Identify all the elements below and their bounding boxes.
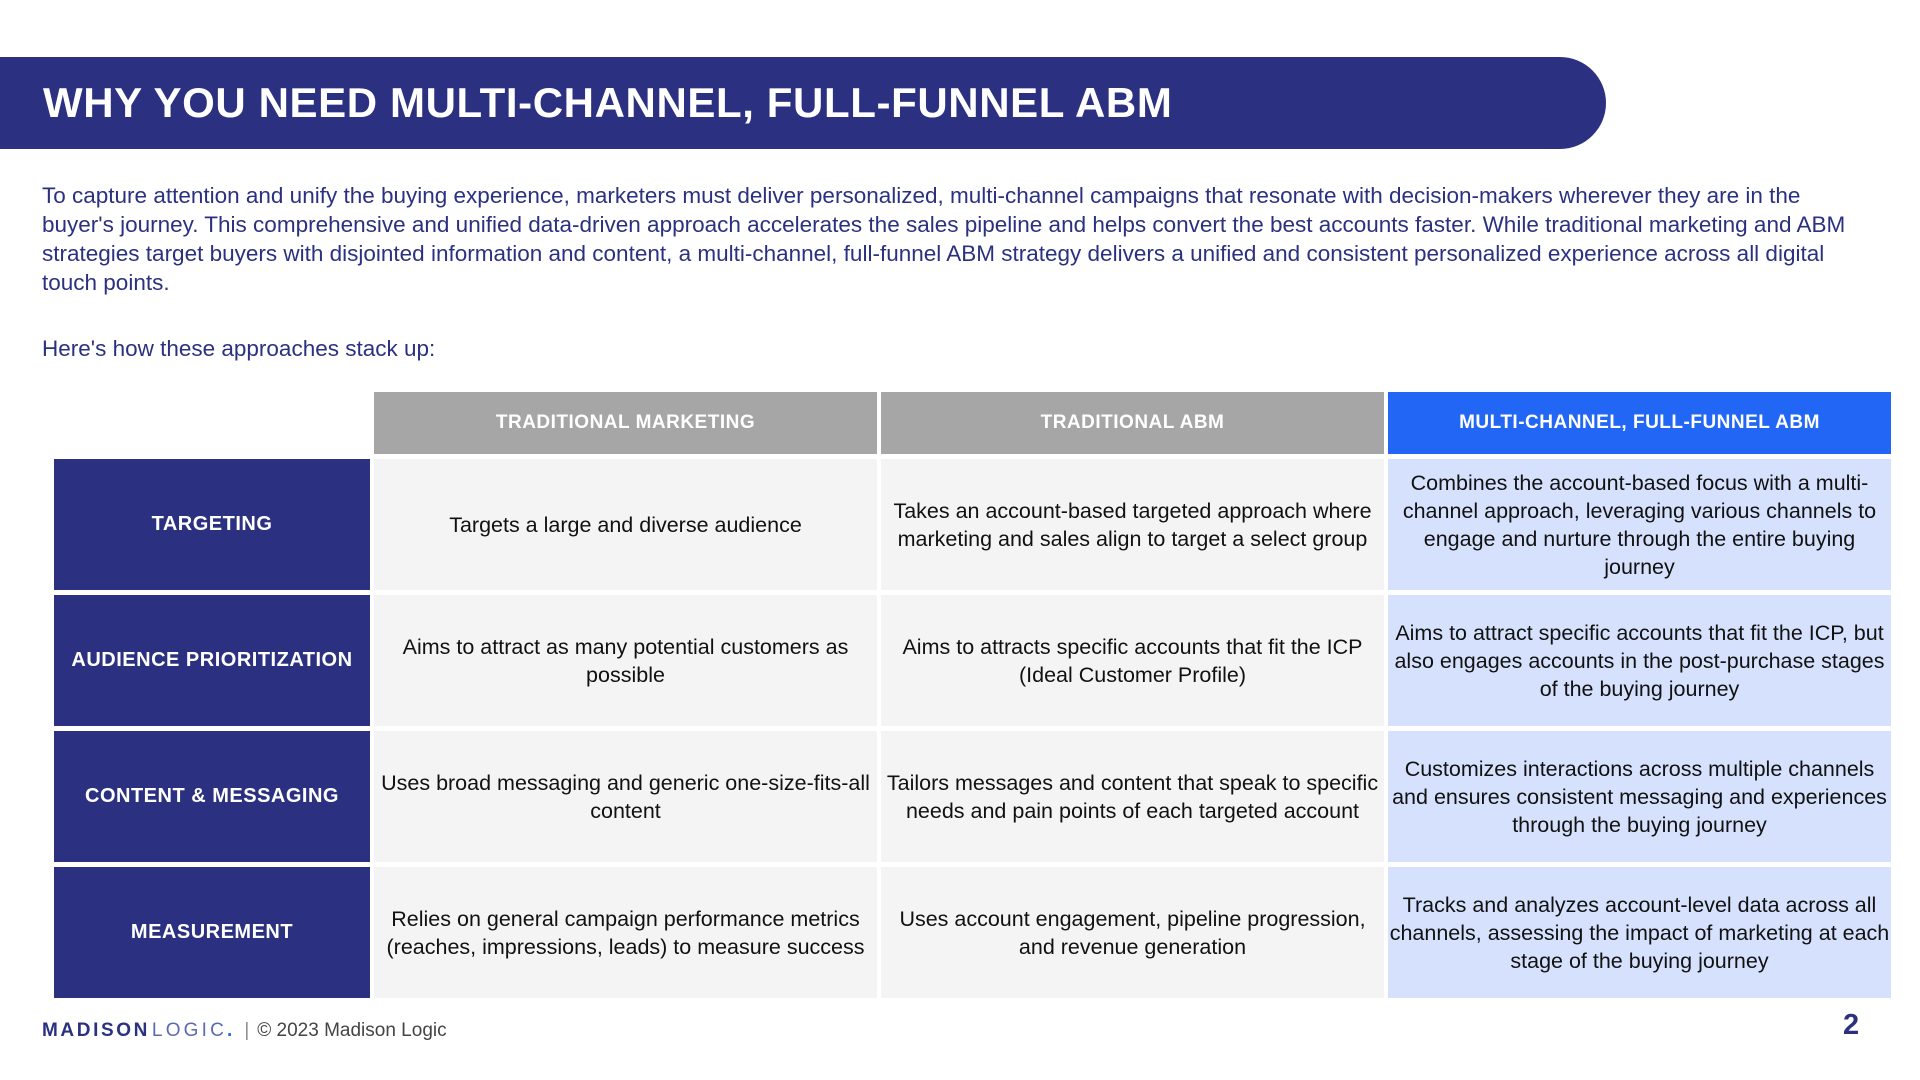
row-label-content-and-messaging: CONTENT & MESSAGING — [54, 731, 370, 862]
footer-divider: | — [244, 1020, 250, 1041]
column-header-traditional-marketing: TRADITIONAL MARKETING — [374, 392, 877, 454]
page-number: 2 — [1843, 1009, 1860, 1041]
table-header-row: TRADITIONAL MARKETING TRADITIONAL ABM MU… — [54, 392, 1891, 454]
copyright-text: © 2023 Madison Logic — [257, 1020, 447, 1041]
intro-lead-in: Here's how these approaches stack up: — [42, 336, 436, 361]
table-row: AUDIENCE PRIORITIZATION Aims to attract … — [54, 595, 1891, 726]
brand-logo-madison: MADISON — [42, 1020, 150, 1041]
cell-measurement-traditional-abm: Uses account engagement, pipeline progre… — [881, 867, 1384, 998]
intro-block: To capture attention and unify the buyin… — [42, 181, 1867, 297]
cell-content-and-messaging-multi-channel-abm: Customizes interactions across multiple … — [1388, 731, 1891, 862]
cell-audience-prioritization-traditional-abm: Aims to attracts specific accounts that … — [881, 595, 1384, 726]
cell-content-and-messaging-traditional-marketing: Uses broad messaging and generic one-siz… — [374, 731, 877, 862]
cell-targeting-traditional-marketing: Targets a large and diverse audience — [374, 459, 877, 590]
column-header-traditional-abm: TRADITIONAL ABM — [881, 392, 1384, 454]
row-label-targeting: TARGETING — [54, 459, 370, 590]
footer: MADISON LOGIC . | © 2023 Madison Logic — [42, 1020, 447, 1042]
column-header-multi-channel-abm: MULTI-CHANNEL, FULL-FUNNEL ABM — [1388, 392, 1891, 454]
cell-audience-prioritization-traditional-marketing: Aims to attract as many potential custom… — [374, 595, 877, 726]
comparison-table: TRADITIONAL MARKETING TRADITIONAL ABM MU… — [50, 387, 1895, 1003]
row-label-audience-prioritization: AUDIENCE PRIORITIZATION — [54, 595, 370, 726]
page-title: WHY YOU NEED MULTI-CHANNEL, FULL-FUNNEL … — [43, 79, 1173, 126]
cell-targeting-traditional-abm: Takes an account-based targeted approach… — [881, 459, 1384, 590]
table-row: CONTENT & MESSAGING Uses broad messaging… — [54, 731, 1891, 862]
cell-content-and-messaging-traditional-abm: Tailors messages and content that speak … — [881, 731, 1384, 862]
table-row: TARGETING Targets a large and diverse au… — [54, 459, 1891, 590]
table-corner-cell — [54, 392, 370, 454]
cell-audience-prioritization-multi-channel-abm: Aims to attract specific accounts that f… — [1388, 595, 1891, 726]
slide-title-bar: WHY YOU NEED MULTI-CHANNEL, FULL-FUNNEL … — [0, 57, 1606, 149]
intro-paragraph: To capture attention and unify the buyin… — [42, 183, 1846, 295]
table-row: MEASUREMENT Relies on general campaign p… — [54, 867, 1891, 998]
cell-measurement-traditional-marketing: Relies on general campaign performance m… — [374, 867, 877, 998]
cell-targeting-multi-channel-abm: Combines the account-based focus with a … — [1388, 459, 1891, 590]
brand-logo-dot: . — [227, 1020, 233, 1041]
cell-measurement-multi-channel-abm: Tracks and analyzes account-level data a… — [1388, 867, 1891, 998]
brand-logo-logic: LOGIC — [151, 1020, 228, 1041]
row-label-measurement: MEASUREMENT — [54, 867, 370, 998]
